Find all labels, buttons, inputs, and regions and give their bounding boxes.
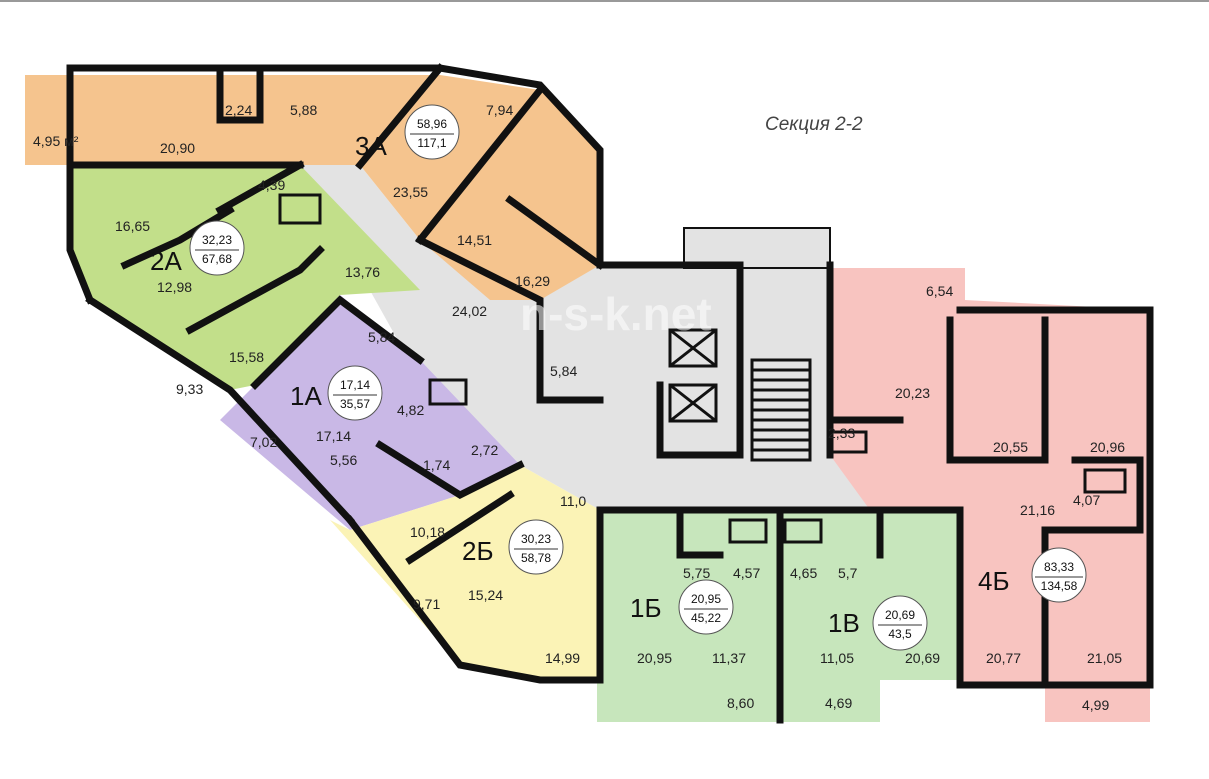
- room-area-label: 8,60: [727, 695, 754, 711]
- room-area-label: 9,71: [413, 596, 440, 612]
- room-area-label: 4,39: [258, 177, 285, 193]
- zone-2b: [330, 465, 600, 680]
- badge-1v-total: 43,5: [888, 627, 912, 641]
- room-area-label: 13,76: [345, 264, 380, 280]
- zone-1v: [780, 510, 960, 722]
- apt-type-3a: 3А: [355, 131, 387, 161]
- room-area-label: 2,33: [828, 425, 855, 441]
- badge-2a-total: 67,68: [202, 252, 232, 266]
- fixtures: [278, 193, 1127, 544]
- room-area-label: 20,77: [986, 650, 1021, 666]
- badge-2a-living: 32,23: [202, 233, 232, 247]
- stairs: [750, 358, 812, 462]
- room-area-label: 17,14: [316, 428, 351, 444]
- badge-1b-living: 20,95: [691, 592, 721, 606]
- zone-2a: [70, 165, 420, 390]
- room-area-label: 6,54: [926, 283, 953, 299]
- apt-type-4b: 4Б: [978, 566, 1010, 596]
- room-area-label: 12,98: [157, 279, 192, 295]
- badge-4b-living: 83,33: [1044, 560, 1074, 574]
- room-area-label: 16,29: [515, 273, 550, 289]
- apt-type-1a: 1А: [290, 381, 322, 411]
- room-area-label: 20,95: [637, 650, 672, 666]
- apt-type-1v: 1В: [828, 608, 860, 638]
- room-area-label: 11,0: [560, 493, 586, 509]
- room-area-label: 5,84: [550, 363, 577, 379]
- room-area-label: 11,05: [820, 650, 854, 666]
- room-area-label: 5,84: [368, 329, 395, 345]
- room-area-label: 16,65: [115, 218, 150, 234]
- room-area-label: 4,69: [825, 695, 852, 711]
- room-area-label: 20,69: [905, 650, 940, 666]
- room-area-label: 20,96: [1090, 439, 1125, 455]
- room-area-label: 21,05: [1087, 650, 1122, 666]
- room-area-label: 4,07: [1073, 492, 1100, 508]
- badge-2b-total: 58,78: [521, 551, 551, 565]
- room-area-label: 4,82: [397, 402, 424, 418]
- room-area-label: 10,18: [410, 524, 445, 540]
- badge-1a-living: 17,14: [340, 378, 370, 392]
- badge-4b-total: 134,58: [1041, 579, 1078, 593]
- walls: [66, 63, 1154, 724]
- badge-2a: 32,23 67,68: [189, 220, 245, 276]
- room-area-label: 15,58: [229, 349, 264, 365]
- badge-1a: 17,14 35,57: [327, 365, 383, 421]
- room-area-label: 24,02: [452, 303, 487, 319]
- badge-4b: 83,33 134,58: [1031, 547, 1087, 603]
- zone-4b: [830, 268, 1150, 722]
- badge-3a-total: 117,1: [417, 136, 446, 150]
- badge-3a: 58,96 117,1: [404, 104, 460, 160]
- badge-3a-living: 58,96: [417, 117, 447, 131]
- room-area-label: 5,56: [330, 452, 357, 468]
- stair-block: [683, 227, 831, 269]
- apt-type-1b: 1Б: [630, 593, 662, 623]
- badge-2b: 30,23 58,78: [508, 519, 564, 575]
- room-area-label: 2,24: [225, 102, 252, 118]
- room-area-label: 5,75: [683, 565, 710, 581]
- room-area-label: 20,90: [160, 140, 195, 156]
- room-area-label: 14,99: [545, 650, 580, 666]
- watermark: n-s-k.net: [520, 288, 712, 340]
- room-area-label: 20,23: [895, 385, 930, 401]
- room-area-label: 4,99: [1082, 697, 1109, 713]
- room-area-label: 5,88: [290, 102, 317, 118]
- badge-1a-total: 35,57: [340, 397, 370, 411]
- room-labels: 4,95 м² 20,90 2,24 5,88 7,94 23,55 14,51…: [33, 102, 1125, 713]
- room-area-label: 21,16: [1020, 502, 1055, 518]
- room-area-label: 20,55: [993, 439, 1028, 455]
- room-area-label: 2,72: [471, 442, 498, 458]
- room-area-label: 11,37: [712, 650, 746, 666]
- room-area-label: 4,57: [733, 565, 760, 581]
- room-area-label: 4,65: [790, 565, 817, 581]
- badge-2b-living: 30,23: [521, 532, 551, 546]
- room-area-label: 5,7: [838, 565, 858, 581]
- badge-1b-total: 45,22: [691, 611, 721, 625]
- room-area-label: 7,02: [250, 434, 277, 450]
- room-area-label: 15,24: [468, 587, 503, 603]
- badge-1v: 20,69 43,5: [872, 595, 928, 651]
- badge-1v-living: 20,69: [885, 608, 915, 622]
- section-title: Секция 2-2: [765, 114, 863, 135]
- room-area-label: 14,51: [457, 232, 492, 248]
- room-area-label: 7,94: [486, 102, 513, 118]
- room-area-label: 4,95 м²: [33, 133, 79, 149]
- apt-type-2a: 2А: [150, 246, 182, 276]
- room-area-label: 23,55: [393, 184, 428, 200]
- room-area-label: 9,33: [176, 381, 203, 397]
- room-area-label: 1,74: [423, 457, 450, 473]
- apt-type-2b: 2Б: [462, 536, 494, 566]
- badge-1b: 20,95 45,22: [678, 579, 734, 635]
